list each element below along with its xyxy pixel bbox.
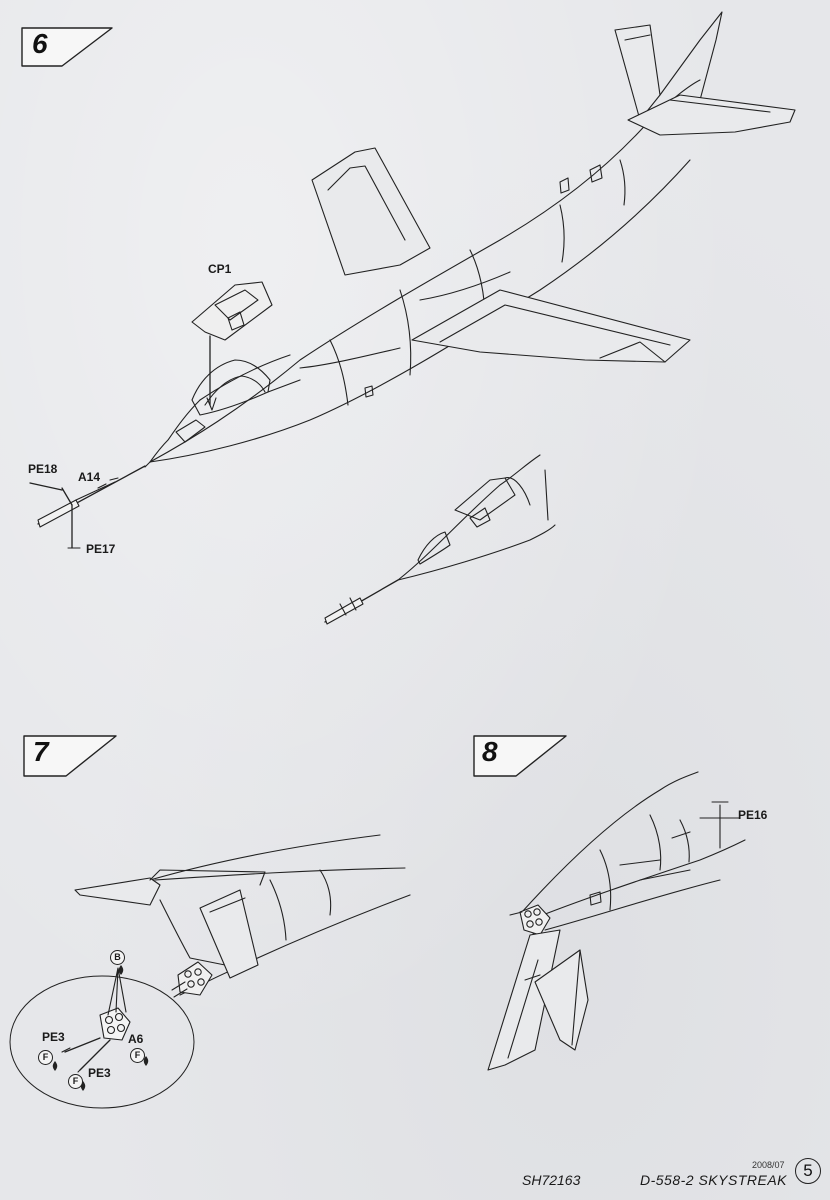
part-a6-drawing	[99, 1007, 131, 1041]
part-label-pe17: PE17	[86, 542, 116, 556]
nose-detail-drawing	[324, 454, 556, 625]
paint-code-f-left: F	[38, 1050, 53, 1065]
part-label-pe3-lower: PE3	[88, 1066, 111, 1080]
footer-date: 2008/07	[752, 1160, 785, 1170]
paint-code-b: B	[110, 950, 125, 965]
step-7-banner	[23, 735, 117, 777]
part-label-pe3-upper: PE3	[42, 1030, 65, 1044]
aircraft-main-drawing	[144, 11, 796, 468]
paint-code-f-bottom: F	[68, 1074, 83, 1089]
paint-drop-icons	[52, 965, 149, 1091]
footer-kit-number: SH72163	[522, 1172, 581, 1188]
part-label-a6: A6	[128, 1032, 144, 1046]
part-cp1-drawing	[191, 281, 273, 411]
paint-code-f-right: F	[130, 1048, 145, 1063]
step-number-8: 8	[482, 736, 498, 767]
step-number-6: 6	[32, 28, 48, 59]
part-label-pe18: PE18	[28, 462, 58, 476]
part-a14-drawing	[29, 465, 146, 549]
part-label-pe16: PE16	[738, 808, 768, 822]
page-number-badge: 5	[795, 1158, 821, 1184]
part-label-a14: A14	[78, 470, 101, 484]
step-6-banner	[21, 27, 113, 67]
tail-section-drawing-step8	[487, 771, 746, 1071]
step-8-banner	[473, 735, 567, 777]
tail-section-drawing-step7	[9, 834, 411, 1109]
footer-kit-name: D-558-2 SKYSTREAK	[640, 1172, 787, 1188]
part-label-cp1: CP1	[208, 262, 232, 276]
step-number-7: 7	[33, 736, 49, 767]
